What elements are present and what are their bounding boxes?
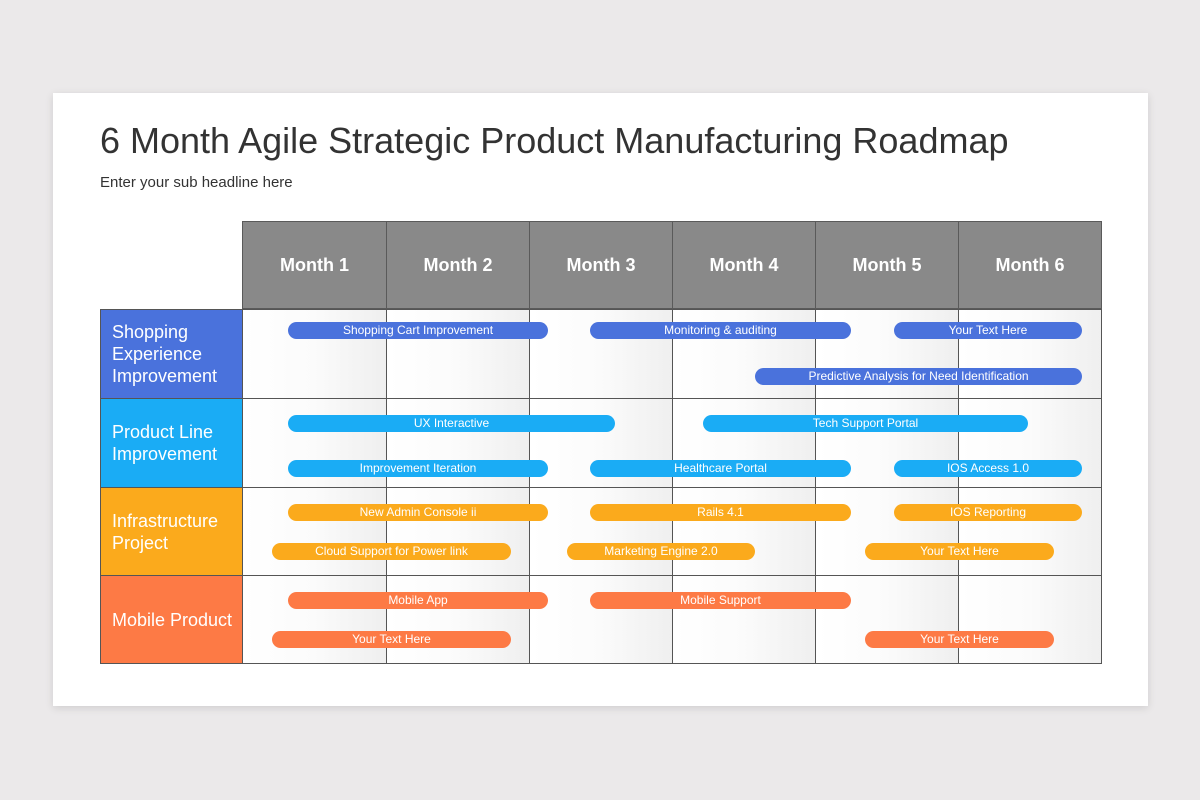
grid-cell bbox=[815, 487, 959, 576]
grid-cell bbox=[958, 575, 1102, 664]
grid-cell bbox=[386, 575, 530, 664]
roadmap-bar[interactable]: Mobile App bbox=[288, 592, 548, 609]
grid-cell bbox=[242, 487, 387, 576]
roadmap-bar[interactable]: Cloud Support for Power link bbox=[272, 543, 511, 560]
grid-cell bbox=[529, 487, 673, 576]
month-header: Month 2 bbox=[386, 221, 530, 309]
roadmap-bar[interactable]: IOS Reporting bbox=[894, 504, 1082, 521]
roadmap-bar[interactable]: Mobile Support bbox=[590, 592, 851, 609]
row-label: Infrastructure Project bbox=[100, 487, 243, 576]
month-header: Month 6 bbox=[958, 221, 1102, 309]
page-title: 6 Month Agile Strategic Product Manufact… bbox=[100, 120, 1009, 161]
roadmap-bar[interactable]: Your Text Here bbox=[272, 631, 511, 648]
roadmap-bar[interactable]: Tech Support Portal bbox=[703, 415, 1028, 432]
roadmap-bar[interactable]: Rails 4.1 bbox=[590, 504, 851, 521]
grid-cell bbox=[815, 575, 959, 664]
month-header: Month 4 bbox=[672, 221, 816, 309]
roadmap-bar[interactable]: Improvement Iteration bbox=[288, 460, 548, 477]
roadmap-bar[interactable]: Monitoring & auditing bbox=[590, 322, 851, 339]
grid-cell bbox=[672, 575, 816, 664]
month-header: Month 3 bbox=[529, 221, 673, 309]
grid-cell bbox=[672, 487, 816, 576]
month-header: Month 1 bbox=[242, 221, 387, 309]
roadmap-bar[interactable]: Healthcare Portal bbox=[590, 460, 851, 477]
roadmap-bar[interactable]: Your Text Here bbox=[894, 322, 1082, 339]
row-label: Mobile Product bbox=[100, 575, 243, 664]
roadmap-bar[interactable]: Marketing Engine 2.0 bbox=[567, 543, 755, 560]
grid-cell bbox=[242, 575, 387, 664]
grid-cell bbox=[386, 487, 530, 576]
grid-cell bbox=[529, 575, 673, 664]
row-label: Product Line Improvement bbox=[100, 398, 243, 488]
row-label: Shopping Experience Improvement bbox=[100, 309, 243, 399]
roadmap-bar[interactable]: New Admin Console ii bbox=[288, 504, 548, 521]
roadmap-bar[interactable]: Shopping Cart Improvement bbox=[288, 322, 548, 339]
roadmap-bar[interactable]: Your Text Here bbox=[865, 631, 1054, 648]
roadmap-bar[interactable]: UX Interactive bbox=[288, 415, 615, 432]
grid-cell bbox=[958, 487, 1102, 576]
month-header: Month 5 bbox=[815, 221, 959, 309]
roadmap-bar[interactable]: Your Text Here bbox=[865, 543, 1054, 560]
roadmap-bar[interactable]: Predictive Analysis for Need Identificat… bbox=[755, 368, 1082, 385]
roadmap-bar[interactable]: IOS Access 1.0 bbox=[894, 460, 1082, 477]
subtitle: Enter your sub headline here bbox=[100, 174, 293, 191]
